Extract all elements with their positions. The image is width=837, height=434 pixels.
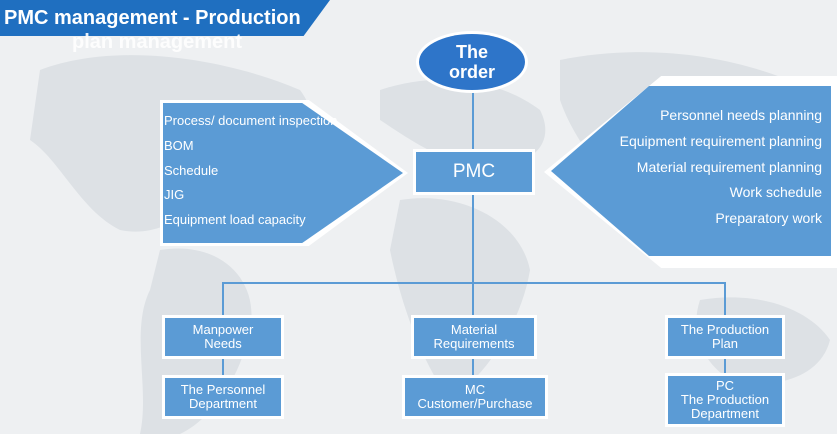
box-line: Department — [691, 406, 759, 421]
box-line: MC — [464, 382, 486, 397]
page-title: PMC management - Production plan managem… — [4, 6, 334, 54]
connector-branch-3 — [724, 282, 726, 318]
connector-horizontal-bus — [222, 282, 726, 284]
title-line-2: plan management — [72, 31, 243, 53]
box-line: Requirements — [433, 336, 515, 351]
connector-branch-2 — [472, 282, 474, 318]
output-item: Preparatory work — [715, 210, 822, 227]
connector-branch-1 — [222, 282, 224, 318]
box-line: Needs — [204, 336, 242, 351]
production-plan-box: The Production Plan — [668, 318, 782, 356]
input-item: Process/ document inspection — [164, 113, 338, 128]
pmc-box: PMC — [416, 152, 532, 192]
box-line: Department — [189, 396, 257, 411]
connector-branch-3-owner — [724, 356, 726, 376]
box-line: Customer/Purchase — [417, 396, 533, 411]
connector-pmc-trunk — [472, 192, 474, 282]
box-line: The Production — [680, 392, 770, 407]
output-item: Material requirement planning — [636, 158, 822, 175]
box-line: PC — [715, 378, 735, 393]
input-item: Equipment load capacity — [164, 212, 306, 228]
inputs-list: Process/ document inspection BOM Schedul… — [164, 113, 337, 237]
input-item: JIG — [164, 187, 185, 203]
order-label-line-1: The — [455, 42, 488, 62]
connector-branch-1-owner — [222, 356, 224, 378]
connector-branch-2-owner — [472, 356, 474, 378]
output-item: Equipment requirement planning — [619, 132, 822, 149]
order-label-line-2: order — [448, 62, 495, 82]
connector-order-pmc — [472, 90, 474, 152]
input-item: BOM — [164, 137, 194, 153]
title-banner — [0, 0, 330, 36]
box-line: Plan — [711, 336, 739, 351]
production-department-box: PC The Production Department — [668, 376, 782, 424]
box-line: Manpower — [192, 322, 254, 337]
input-item: Schedule — [164, 162, 219, 178]
output-item: Personnel needs planning — [660, 107, 822, 123]
personnel-department-box: The Personnel Department — [165, 378, 281, 416]
outputs-list: Personnel needs planning Equipment requi… — [620, 106, 822, 235]
box-line: Material — [450, 322, 498, 337]
title-line-1: PMC management - Production — [4, 7, 301, 29]
output-item: Work schedule — [729, 184, 822, 201]
material-requirements-box: Material Requirements — [414, 318, 534, 356]
box-line: The Personnel — [180, 382, 266, 397]
box-line: The Production — [680, 322, 770, 337]
manpower-needs-box: Manpower Needs — [165, 318, 281, 356]
order-ellipse: The order — [419, 34, 525, 90]
pmc-label: PMC — [452, 161, 496, 182]
mc-customer-purchase-box: MC Customer/Purchase — [405, 378, 545, 416]
